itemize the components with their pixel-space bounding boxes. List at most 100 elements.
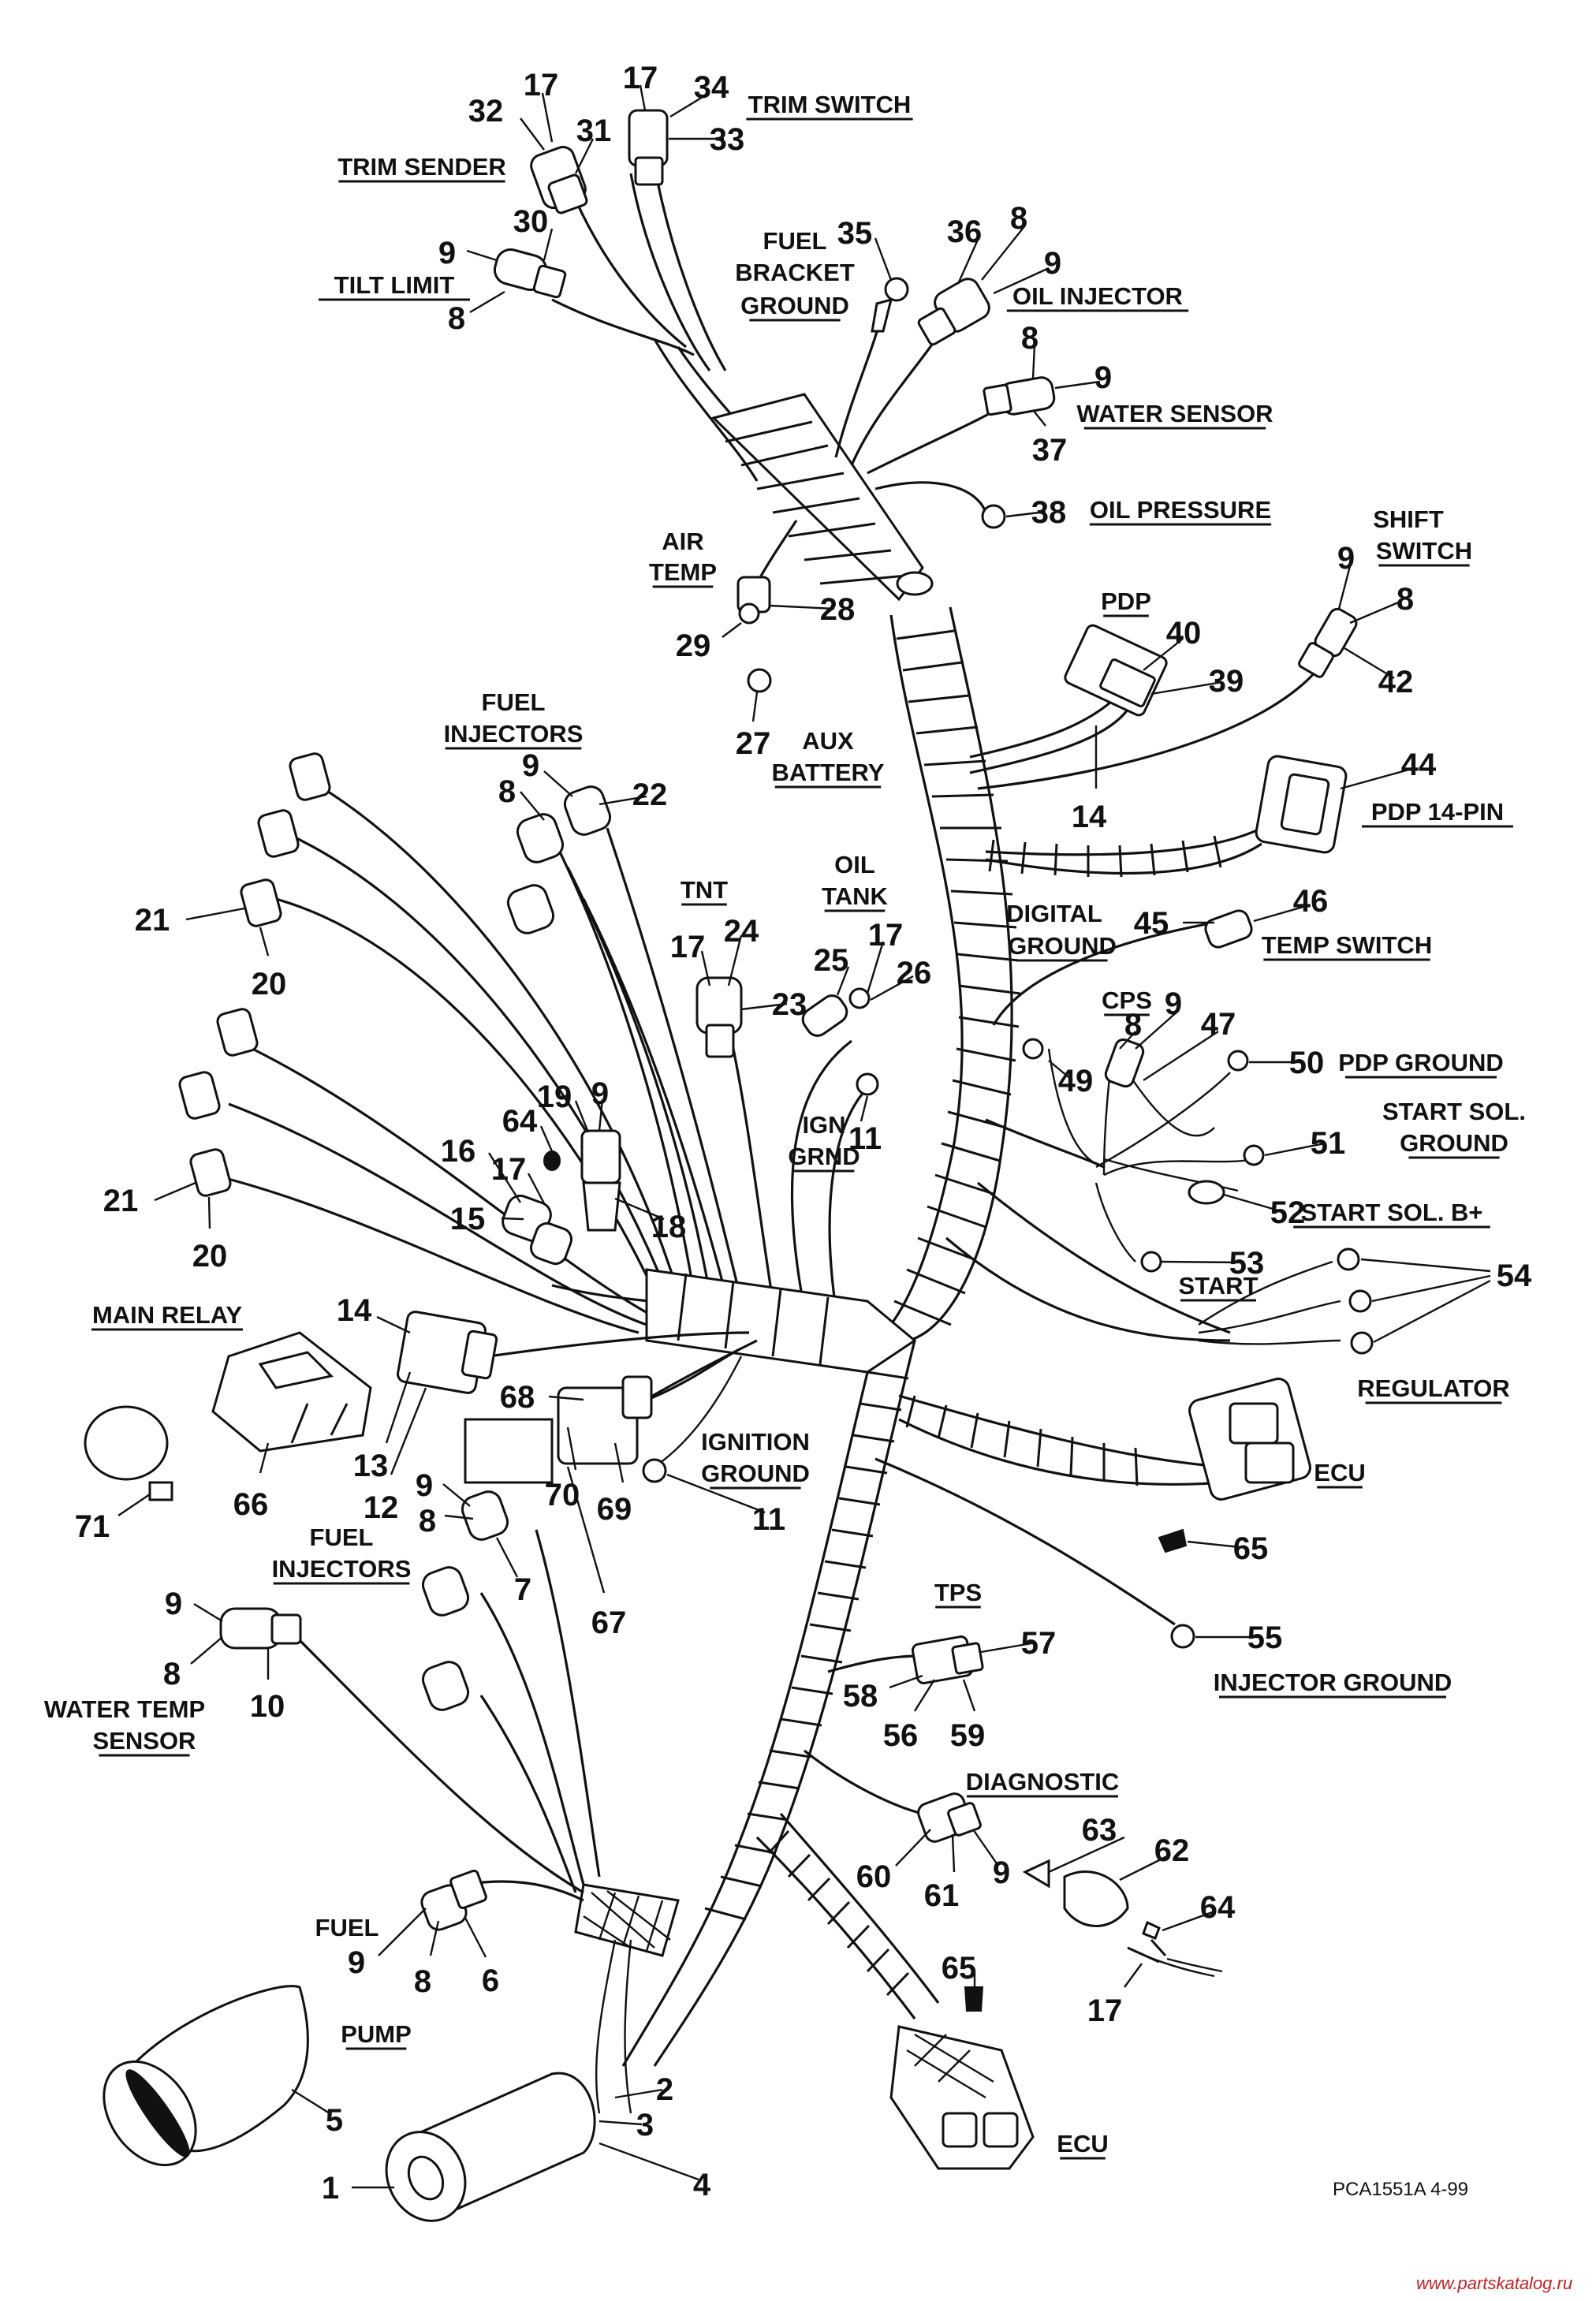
callout-number: 62 [1154,1833,1190,1868]
callout-number: 38 [1031,495,1067,530]
component-label: BATTERY [772,759,885,786]
callout-number: 8 [419,1504,436,1538]
component-label: TRIM SENDER [337,153,506,181]
component-label: TILT LIMIT [334,271,455,299]
component-label: START [1178,1272,1258,1300]
callout-number: 10 [250,1689,285,1724]
component-label: GROUND [1400,1129,1508,1157]
callout-number: 8 [498,774,516,809]
callout-number: 23 [772,987,807,1022]
callout-number: 63 [1082,1813,1117,1848]
callout-number: 17 [491,1152,527,1187]
callout-number: 9 [591,1076,609,1111]
leader-lines [117,84,1491,2189]
callout-number: 1 [322,2171,339,2206]
component-label: TRIM SWITCH [748,91,912,118]
component-label: CPS [1102,986,1152,1014]
callout-number: 47 [1201,1007,1236,1042]
callout-number: 15 [450,1202,486,1236]
component-label: AUX [802,727,854,755]
callout-number: 20 [192,1239,228,1274]
callout-number: 9 [1044,246,1061,281]
callout-number: 20 [252,967,287,1001]
callout-number: 9 [348,1945,365,1980]
callout-number: 29 [676,628,711,663]
component-label: PUMP [341,2020,412,2048]
callout-number: 61 [924,1878,960,1913]
callout-number: 49 [1058,1064,1094,1098]
callout-number: 8 [448,301,465,336]
component-label: AIR [662,528,703,555]
component-label: WATER TEMP [44,1695,205,1723]
callout-number: 36 [947,214,983,249]
component-label: ECU [1057,2130,1108,2157]
callout-number: 9 [1337,541,1355,576]
callout-number: 58 [843,1679,878,1714]
component-label: FUEL [482,688,546,716]
component-label: DIGITAL [1006,900,1102,927]
callout-number: 55 [1247,1620,1283,1655]
callout-number: 17 [868,918,904,953]
callout-number: 70 [545,1478,580,1512]
component-label: PDP [1101,587,1151,615]
component-label: SENSOR [93,1727,196,1755]
callout-number: 64 [1200,1890,1236,1925]
callout-number: 19 [537,1080,572,1114]
callout-number: 57 [1021,1626,1057,1661]
callout-number: 17 [524,68,559,103]
component-label: TNT [681,876,728,904]
callout-number: 8 [414,1964,431,1999]
component-label: GRND [788,1143,860,1170]
callout-number: 28 [820,592,856,627]
component-label: SWITCH [1376,537,1472,565]
component-label: TANK [822,882,888,910]
callout-number: 3 [636,2108,654,2143]
callout-number: 9 [1165,986,1182,1021]
callout-number: 9 [438,236,456,270]
callout-number: 8 [163,1657,181,1691]
callout-number: 44 [1401,748,1437,782]
component-label: INJECTOR GROUND [1214,1669,1452,1696]
component-label: FUEL [763,227,827,255]
callout-number: 17 [1087,1993,1123,2028]
callout-number: 31 [576,114,612,148]
callout-number: 56 [883,1718,919,1753]
component-label: WATER SENSOR [1076,400,1273,427]
callout-number: 17 [670,930,706,964]
component-label: BRACKET [735,259,855,286]
callout-number: 5 [326,2103,343,2138]
component-label: SHIFT [1373,505,1444,533]
callout-number: 60 [856,1859,892,1894]
callout-number: 46 [1293,884,1329,919]
callout-number: 32 [468,94,504,129]
component-label: TPS [934,1579,982,1606]
callout-number: 68 [500,1380,535,1415]
callout-number: 9 [993,1855,1010,1890]
component-label: FUEL [315,1914,379,1941]
callout-number: 18 [651,1210,687,1244]
callout-number: 24 [724,914,759,949]
callout-number: 50 [1289,1046,1325,1080]
right-branches [804,669,1341,1815]
callout-number: 9 [165,1587,182,1621]
component-label: PDP GROUND [1338,1049,1504,1076]
component-label: FUEL [310,1523,374,1551]
component-label: PDP 14-PIN [1371,798,1504,826]
callout-number: 8 [1010,201,1027,236]
callout-number: 9 [522,748,539,783]
callout-number: 25 [814,943,849,978]
callout-number: 14 [337,1293,372,1328]
callout-number: 69 [597,1492,632,1527]
callout-number: 13 [353,1449,389,1483]
callout-number: 42 [1378,665,1414,699]
callout-number: 11 [752,1502,785,1537]
callout-number: 8 [1021,321,1039,356]
component-label: MAIN RELAY [92,1301,242,1329]
component-label: START SOL. [1382,1098,1526,1125]
callout-number: 51 [1311,1126,1346,1161]
callout-number: 21 [103,1184,139,1218]
callout-number: 16 [441,1134,476,1169]
component-label: OIL INJECTOR [1012,282,1183,310]
